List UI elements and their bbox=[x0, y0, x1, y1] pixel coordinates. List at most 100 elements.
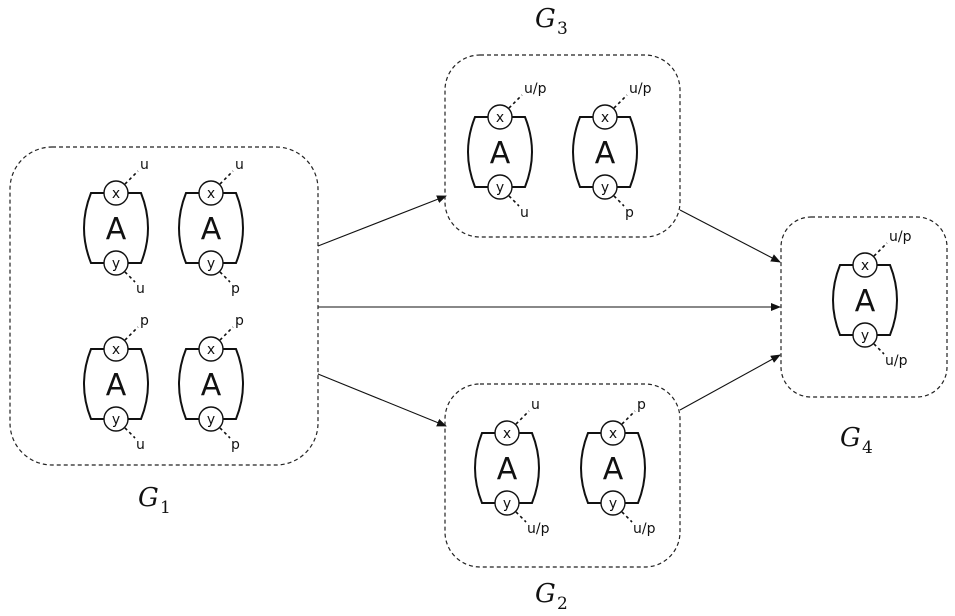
input-port bbox=[198, 336, 224, 362]
output-port bbox=[103, 250, 129, 276]
block-label: A bbox=[201, 368, 222, 403]
output-port bbox=[198, 250, 224, 276]
output-wire bbox=[219, 427, 231, 439]
group-g3-boundary bbox=[444, 54, 681, 238]
input-annotation: u bbox=[531, 397, 540, 413]
output-port-label: y bbox=[496, 180, 504, 196]
input-annotation: u/p bbox=[889, 229, 912, 245]
input-annotation: p bbox=[637, 397, 646, 413]
block-label: A bbox=[595, 136, 616, 171]
group-g3-label-subscript: 3 bbox=[557, 19, 568, 39]
input-annotation: p bbox=[235, 313, 244, 329]
output-wire bbox=[621, 511, 633, 523]
input-port-label: x bbox=[112, 342, 120, 358]
group-g1-label-subscript: 1 bbox=[160, 498, 171, 518]
block-label: A bbox=[497, 452, 518, 487]
input-wire bbox=[219, 326, 234, 341]
output-port-label: y bbox=[609, 496, 617, 512]
output-port bbox=[600, 490, 626, 516]
input-wire bbox=[219, 170, 234, 185]
input-port-label: x bbox=[609, 426, 617, 442]
block-body bbox=[178, 192, 244, 264]
group-g4: G 4 bbox=[780, 216, 948, 458]
group-g2: G 2 bbox=[444, 383, 681, 614]
input-wire bbox=[873, 242, 888, 257]
block-body bbox=[474, 432, 540, 504]
output-annotation: u bbox=[520, 205, 529, 221]
block-label: A bbox=[106, 212, 127, 247]
output-wire bbox=[508, 195, 520, 207]
block-label: A bbox=[490, 136, 511, 171]
block-body bbox=[580, 432, 646, 504]
input-annotation: u/p bbox=[524, 81, 547, 97]
output-wire bbox=[124, 271, 136, 283]
output-port bbox=[198, 406, 224, 432]
edge-g1-to-g3 bbox=[317, 195, 447, 247]
block-body bbox=[467, 116, 533, 188]
output-annotation: u bbox=[136, 437, 145, 453]
block-body bbox=[83, 348, 149, 420]
group-g2-label-subscript: 2 bbox=[557, 594, 568, 614]
input-wire bbox=[613, 94, 628, 109]
group-g4-boundary bbox=[780, 216, 948, 398]
edge-g2-to-g4 bbox=[679, 354, 781, 411]
block-body bbox=[832, 264, 898, 336]
block-node: Axu/pyp bbox=[572, 81, 652, 221]
output-port-label: y bbox=[601, 180, 609, 196]
input-wire bbox=[621, 410, 636, 425]
group-g4-label-letter: G bbox=[840, 423, 861, 453]
output-annotation: p bbox=[231, 281, 240, 297]
block-label: A bbox=[201, 212, 222, 247]
input-wire bbox=[508, 94, 523, 109]
output-annotation: p bbox=[625, 205, 634, 221]
input-port bbox=[103, 336, 129, 362]
group-g3: G 3 bbox=[444, 4, 681, 238]
input-port bbox=[103, 180, 129, 206]
output-port-label: y bbox=[207, 412, 215, 428]
input-port-label: x bbox=[496, 110, 504, 126]
group-g2-label-letter: G bbox=[535, 579, 556, 609]
output-annotation: u/p bbox=[885, 353, 908, 369]
input-wire bbox=[124, 326, 139, 341]
group-g4-label: G 4 bbox=[840, 423, 873, 458]
input-port bbox=[592, 104, 618, 130]
group-g2-boundary bbox=[444, 383, 681, 568]
group-g4-label-subscript: 4 bbox=[862, 438, 873, 458]
output-annotation: p bbox=[231, 437, 240, 453]
block-label: A bbox=[603, 452, 624, 487]
block-label: A bbox=[106, 368, 127, 403]
output-port-label: y bbox=[112, 256, 120, 272]
group-g1-label: G 1 bbox=[138, 483, 171, 518]
group-g1: G 1 bbox=[9, 146, 319, 518]
input-wire bbox=[515, 410, 530, 425]
output-port-label: y bbox=[207, 256, 215, 272]
output-wire bbox=[613, 195, 625, 207]
block-node: Axu/pyu/p bbox=[832, 229, 912, 369]
block-body bbox=[178, 348, 244, 420]
output-wire bbox=[124, 427, 136, 439]
output-wire bbox=[219, 271, 231, 283]
group-g1-boundary bbox=[9, 146, 319, 466]
output-wire bbox=[873, 343, 885, 355]
input-port bbox=[494, 420, 520, 446]
input-port-label: x bbox=[112, 186, 120, 202]
input-annotation: u bbox=[140, 157, 149, 173]
output-port-label: y bbox=[112, 412, 120, 428]
input-port-label: x bbox=[861, 258, 869, 274]
block-label: A bbox=[855, 284, 876, 319]
output-port bbox=[852, 322, 878, 348]
input-port bbox=[487, 104, 513, 130]
edge-g3-to-g4 bbox=[679, 209, 781, 263]
edge-g1-to-g2 bbox=[317, 373, 447, 427]
block-nodes: AxuyuAxuypAxpyuAxpypAxu/pyuAxu/pypAxuyu/… bbox=[83, 81, 912, 537]
input-port bbox=[852, 252, 878, 278]
group-g3-label-letter: G bbox=[535, 4, 556, 34]
input-port bbox=[600, 420, 626, 446]
